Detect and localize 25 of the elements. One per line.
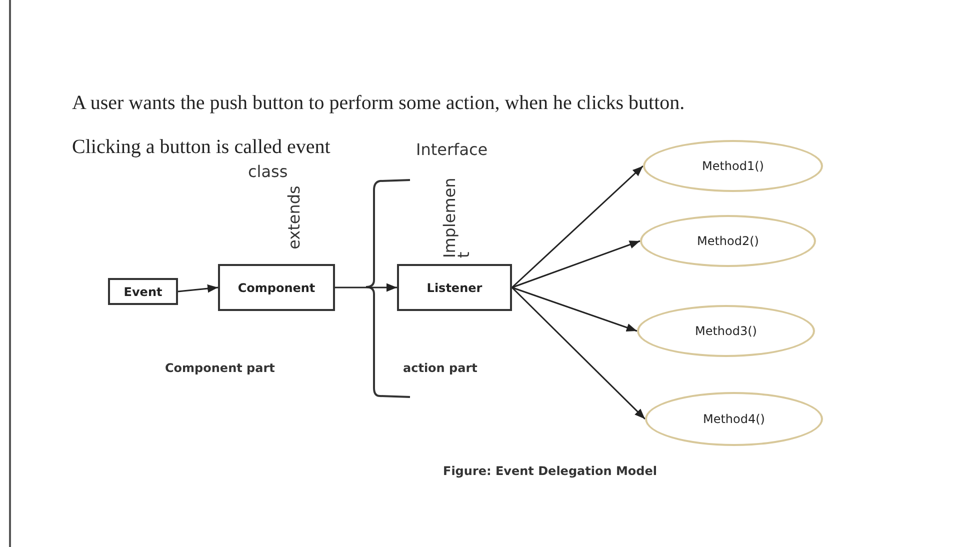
- diagram-label: Component part: [165, 361, 275, 375]
- diagram-label: Interface: [416, 140, 488, 159]
- node-text: Event: [124, 284, 162, 298]
- figure-caption: Figure: Event Delegation Model: [443, 464, 657, 478]
- node-text: Method1(): [702, 159, 764, 173]
- arrow: [512, 240, 640, 288]
- node-text: Component: [238, 280, 316, 294]
- listener-box: [397, 264, 512, 311]
- arrow: [511, 165, 644, 288]
- intro-text: A user wants the push button to perform some action, when he clicks button.: [72, 92, 686, 114]
- node-text: Method4(): [702, 412, 765, 426]
- diagram-label: class: [248, 162, 288, 181]
- node-text: Method3(): [694, 324, 757, 338]
- node-text: Method2(): [696, 234, 759, 248]
- arrow: [178, 284, 218, 293]
- component-box: [218, 264, 335, 311]
- arrow: [511, 286, 646, 420]
- arrow: [512, 286, 638, 332]
- node-text: Listener: [426, 280, 482, 294]
- diagram-label: extends: [284, 186, 304, 250]
- event-box: [108, 278, 178, 305]
- arrow: [335, 283, 397, 292]
- diagram-label: Implemen t: [443, 180, 471, 258]
- diagram-label: action part: [403, 361, 478, 375]
- intro-text: Clicking a button is called event: [72, 136, 330, 159]
